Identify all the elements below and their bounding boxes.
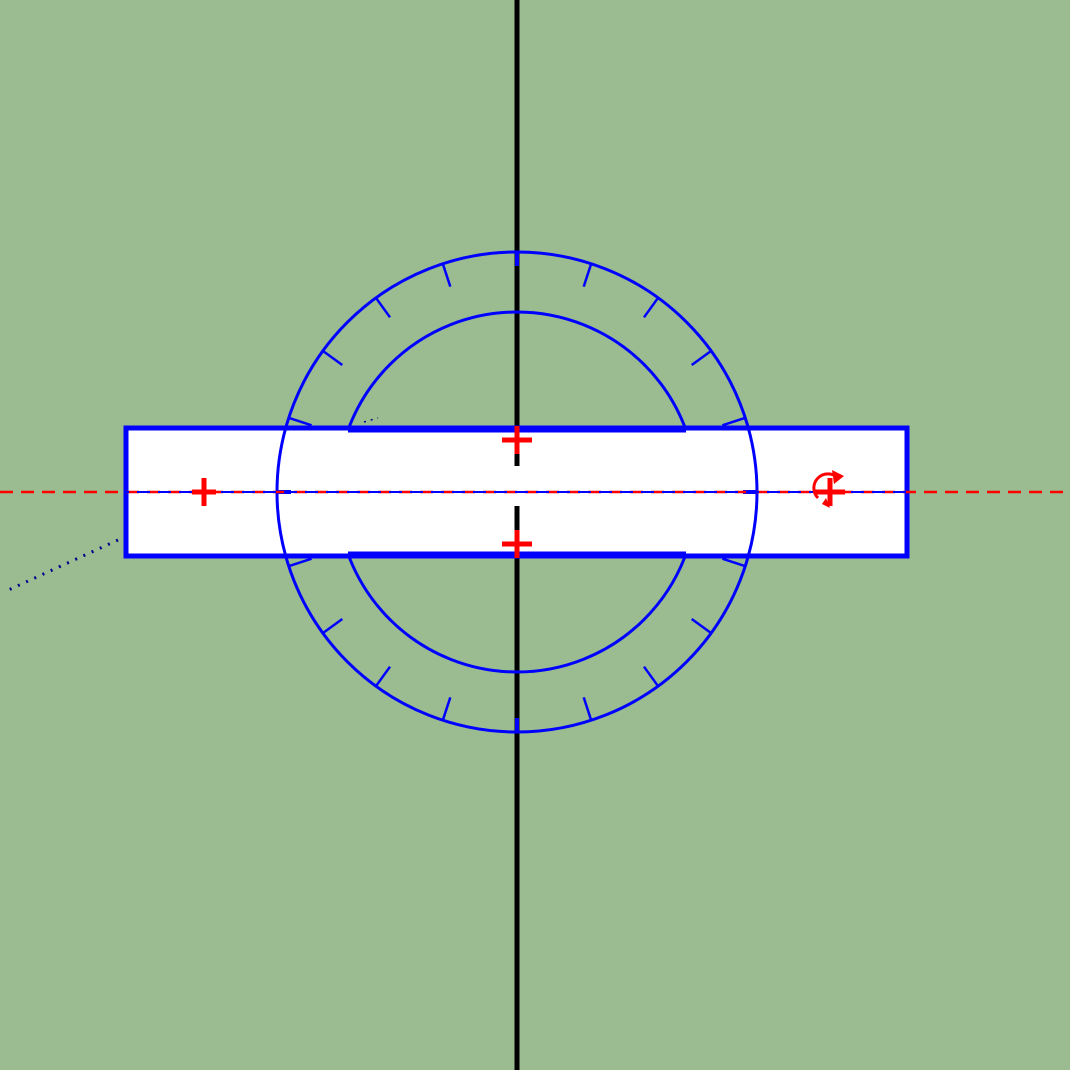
- protractor-tick: [582, 263, 593, 287]
- protractor-tick: [642, 665, 660, 687]
- move-handle-icon[interactable]: [502, 426, 532, 454]
- rotate-handle-icon[interactable]: [812, 470, 845, 508]
- protractor-tick: [374, 665, 392, 687]
- protractor-tick: [322, 617, 344, 635]
- protractor-tick: [722, 416, 746, 427]
- protractor-tick: [642, 297, 660, 319]
- dotted-mark: [363, 417, 379, 423]
- move-handle-icon[interactable]: [502, 530, 532, 558]
- protractor-tick: [690, 617, 712, 635]
- protractor-tick: [441, 697, 452, 721]
- protractor-tick: [374, 297, 392, 319]
- protractor-tick: [288, 557, 312, 568]
- move-handle-icon[interactable]: [192, 478, 216, 506]
- protractor-tick: [441, 263, 452, 287]
- protractor-tick: [288, 416, 312, 427]
- protractor-tick: [322, 349, 344, 367]
- protractor-tick: [582, 697, 593, 721]
- protractor-tick: [722, 557, 746, 568]
- protractor-tick: [690, 349, 712, 367]
